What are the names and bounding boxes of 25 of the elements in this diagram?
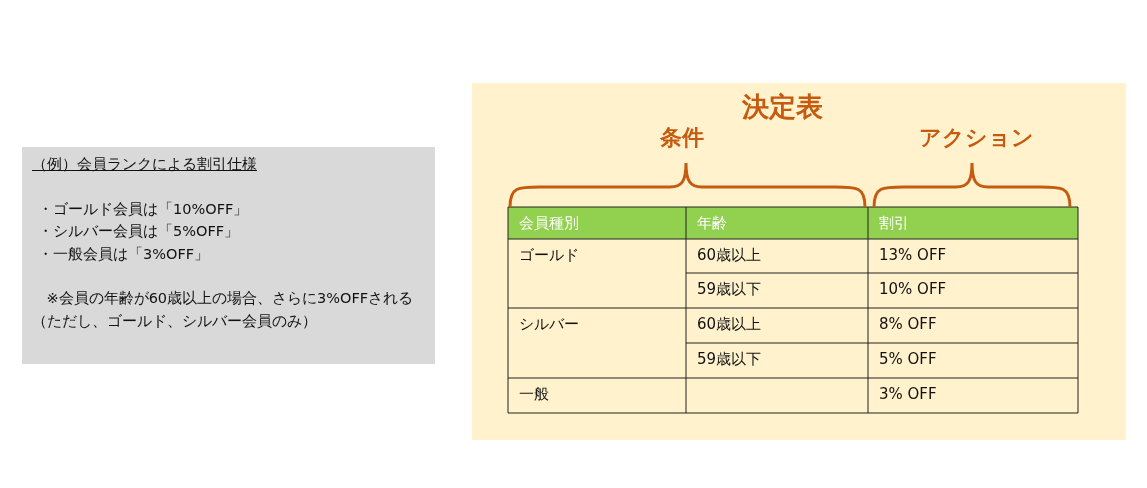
table-text: 5% OFF <box>879 350 937 368</box>
table-text: 8% OFF <box>879 315 937 333</box>
decision-table-panel <box>472 83 1126 440</box>
heading: （例）会員ランクによる割引仕様 <box>32 155 258 174</box>
table-text: 59歳以下 <box>697 280 762 299</box>
bullet-text: ・一般会員は「3%OFF」 <box>37 244 211 264</box>
table-text: 60歳以上 <box>697 315 762 334</box>
table-text: 3% OFF <box>879 385 937 403</box>
column-header: 会員種別 <box>519 214 579 233</box>
column-header: 割引 <box>879 214 909 233</box>
table-text: ゴールド <box>519 246 579 265</box>
bullet-text: ・シルバー会員は「5%OFF」 <box>37 222 241 241</box>
table-text: 10% OFF <box>879 280 947 298</box>
note-text: ※会員の年齢が60歳以上の場合、さらに3%OFFされる（ただし、ゴールド、シルバー会員のみ） <box>32 289 415 331</box>
brace-label: 条件 <box>660 124 704 152</box>
table-text: 60歳以上 <box>697 246 762 265</box>
brace-label: アクション <box>919 124 1034 152</box>
specification-panel <box>22 147 435 364</box>
table-text: 59歳以下 <box>697 350 762 369</box>
table-text: シルバー <box>519 315 579 334</box>
bullet-text: ・ゴールド会員は「10%OFF」 <box>37 199 250 219</box>
table-text: 13% OFF <box>879 246 947 264</box>
table-text: 一般 <box>519 385 549 404</box>
column-header: 年齢 <box>697 214 727 233</box>
title: 決定表 <box>742 90 823 124</box>
